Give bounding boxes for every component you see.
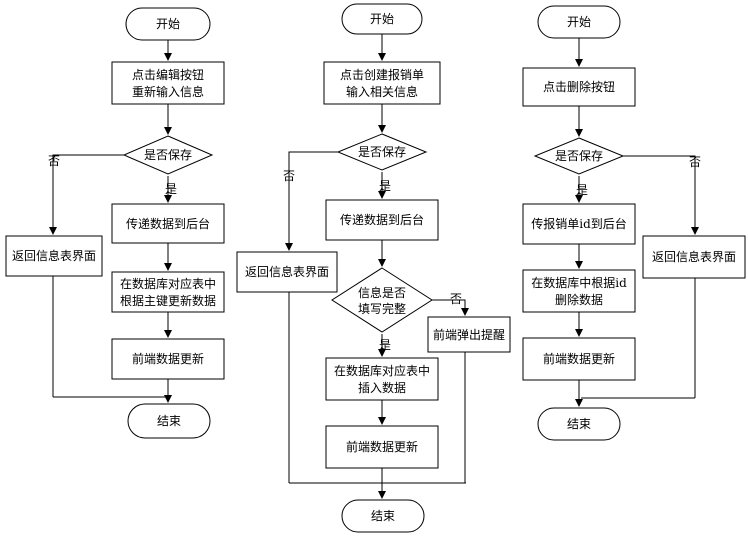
flow-create: 开始 点击创建报销单 输入相关信息 是否保存 是 否 传递数据到后台 信息是否 … xyxy=(236,3,511,533)
process-delete-db xyxy=(522,269,636,313)
process-frontend-update xyxy=(522,337,636,381)
decision-info-complete xyxy=(331,267,433,333)
process-label: 在数据库对应表中 xyxy=(334,363,430,378)
flow-edit: 开始 点击编辑按钮 重新输入信息 是否保存 是 否 传递数据到后台 在数据库对应… xyxy=(5,7,225,439)
start-label: 开始 xyxy=(156,17,180,31)
connector-no-branch xyxy=(49,154,124,235)
connector-no-branch xyxy=(285,151,338,251)
process-label: 插入数据 xyxy=(358,380,406,395)
decision-save xyxy=(533,137,625,175)
yes-label: 是 xyxy=(379,338,391,352)
process-label: 点击删除按钮 xyxy=(543,79,615,94)
start-label: 开始 xyxy=(567,15,591,29)
process-send-data xyxy=(325,199,439,241)
process-label: 重新输入信息 xyxy=(132,84,204,99)
end-terminal xyxy=(537,407,621,441)
connector-no-branch-2 xyxy=(432,299,469,316)
process-label: 前端弹出提醒 xyxy=(433,327,505,342)
no-label: 否 xyxy=(48,154,60,168)
yes-label: 是 xyxy=(379,179,391,193)
process-label: 传递数据到后台 xyxy=(340,212,424,227)
process-label: 前端数据更新 xyxy=(132,351,204,366)
process-return-list xyxy=(236,251,338,293)
process-update-db xyxy=(111,271,225,313)
process-alert xyxy=(427,316,511,353)
decision-label: 是否保存 xyxy=(358,145,406,159)
decision-label: 信息是否 xyxy=(358,285,406,300)
process-label: 在数据库中根据id xyxy=(531,275,627,290)
decision-save xyxy=(122,135,214,175)
process-label: 传报销单id到后台 xyxy=(531,216,627,231)
no-label: 否 xyxy=(450,292,462,306)
connector-no-branch xyxy=(623,155,699,235)
process-label: 返回信息表界面 xyxy=(652,249,736,264)
end-label: 结束 xyxy=(567,417,591,431)
end-label: 结束 xyxy=(157,414,181,428)
start-terminal xyxy=(341,3,423,35)
decision-label: 填写完整 xyxy=(358,301,406,316)
process-label: 输入相关信息 xyxy=(346,84,418,99)
start-terminal xyxy=(537,5,621,39)
end-label: 结束 xyxy=(371,509,395,523)
process-label: 根据主键更新数据 xyxy=(120,293,216,308)
process-frontend-update xyxy=(111,338,225,380)
process-label: 点击编辑按钮 xyxy=(132,67,204,82)
process-return-list xyxy=(642,235,746,279)
process-click-delete xyxy=(522,67,636,107)
start-label: 开始 xyxy=(370,12,394,26)
end-terminal xyxy=(341,499,425,533)
decision-save xyxy=(336,133,428,171)
decision-label: 是否保存 xyxy=(144,148,192,162)
process-frontend-update xyxy=(325,425,439,469)
process-label: 返回信息表界面 xyxy=(12,248,96,263)
process-label: 前端数据更新 xyxy=(346,439,418,454)
end-terminal xyxy=(127,403,211,439)
process-label: 前端数据更新 xyxy=(543,351,615,366)
process-label: 传递数据到后台 xyxy=(126,216,210,231)
flow-delete: 开始 点击删除按钮 是否保存 是 否 传报销单id到后台 在数据库中根据id 删… xyxy=(522,5,746,441)
yes-label: 是 xyxy=(576,183,588,197)
process-create-claim xyxy=(323,61,441,105)
process-label: 点击创建报销单 xyxy=(340,67,424,82)
process-label: 返回信息表界面 xyxy=(245,264,329,279)
no-label: 否 xyxy=(689,155,701,169)
no-label: 否 xyxy=(283,169,295,183)
decision-label: 是否保存 xyxy=(555,149,603,163)
process-return-list xyxy=(5,235,103,277)
process-label: 在数据库对应表中 xyxy=(120,276,216,291)
process-send-data xyxy=(111,203,225,244)
process-label: 删除数据 xyxy=(555,292,603,307)
start-terminal xyxy=(125,7,211,41)
yes-label: 是 xyxy=(165,182,177,196)
process-click-edit xyxy=(111,61,225,105)
process-send-id xyxy=(522,203,636,245)
process-insert-db xyxy=(325,357,439,401)
